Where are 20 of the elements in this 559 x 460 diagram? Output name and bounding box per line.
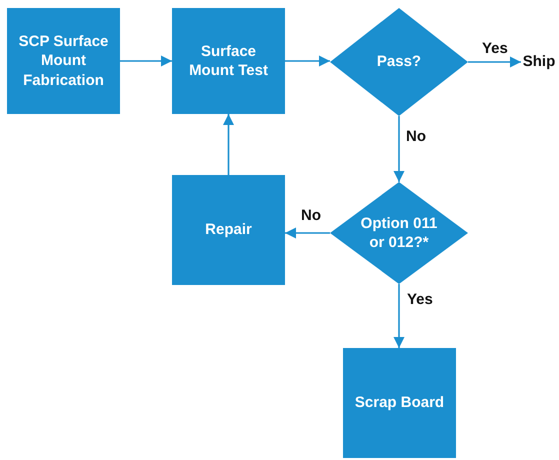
node-text: Scrap Board	[354, 393, 444, 413]
node-text: SCP Surface Mount Fabrication	[18, 32, 110, 90]
decision-diamond	[330, 8, 468, 116]
arrow	[223, 114, 234, 175]
arrow	[285, 56, 330, 66]
node-text: Pass?	[376, 52, 422, 72]
node-text: Surface Mount Test	[188, 42, 269, 80]
process-box	[343, 348, 456, 458]
decision-diamond	[330, 182, 468, 284]
node-text: Option 011 or 012?*	[360, 214, 438, 252]
arrow	[468, 56, 521, 68]
arrow	[120, 56, 172, 66]
process-box	[172, 175, 285, 285]
node-text: Repair	[205, 220, 252, 240]
process-box	[7, 8, 120, 114]
arrow	[285, 228, 330, 238]
process-box	[172, 8, 285, 114]
end-label: Ship	[521, 50, 557, 74]
arrow	[394, 284, 404, 348]
arrow	[394, 116, 404, 182]
